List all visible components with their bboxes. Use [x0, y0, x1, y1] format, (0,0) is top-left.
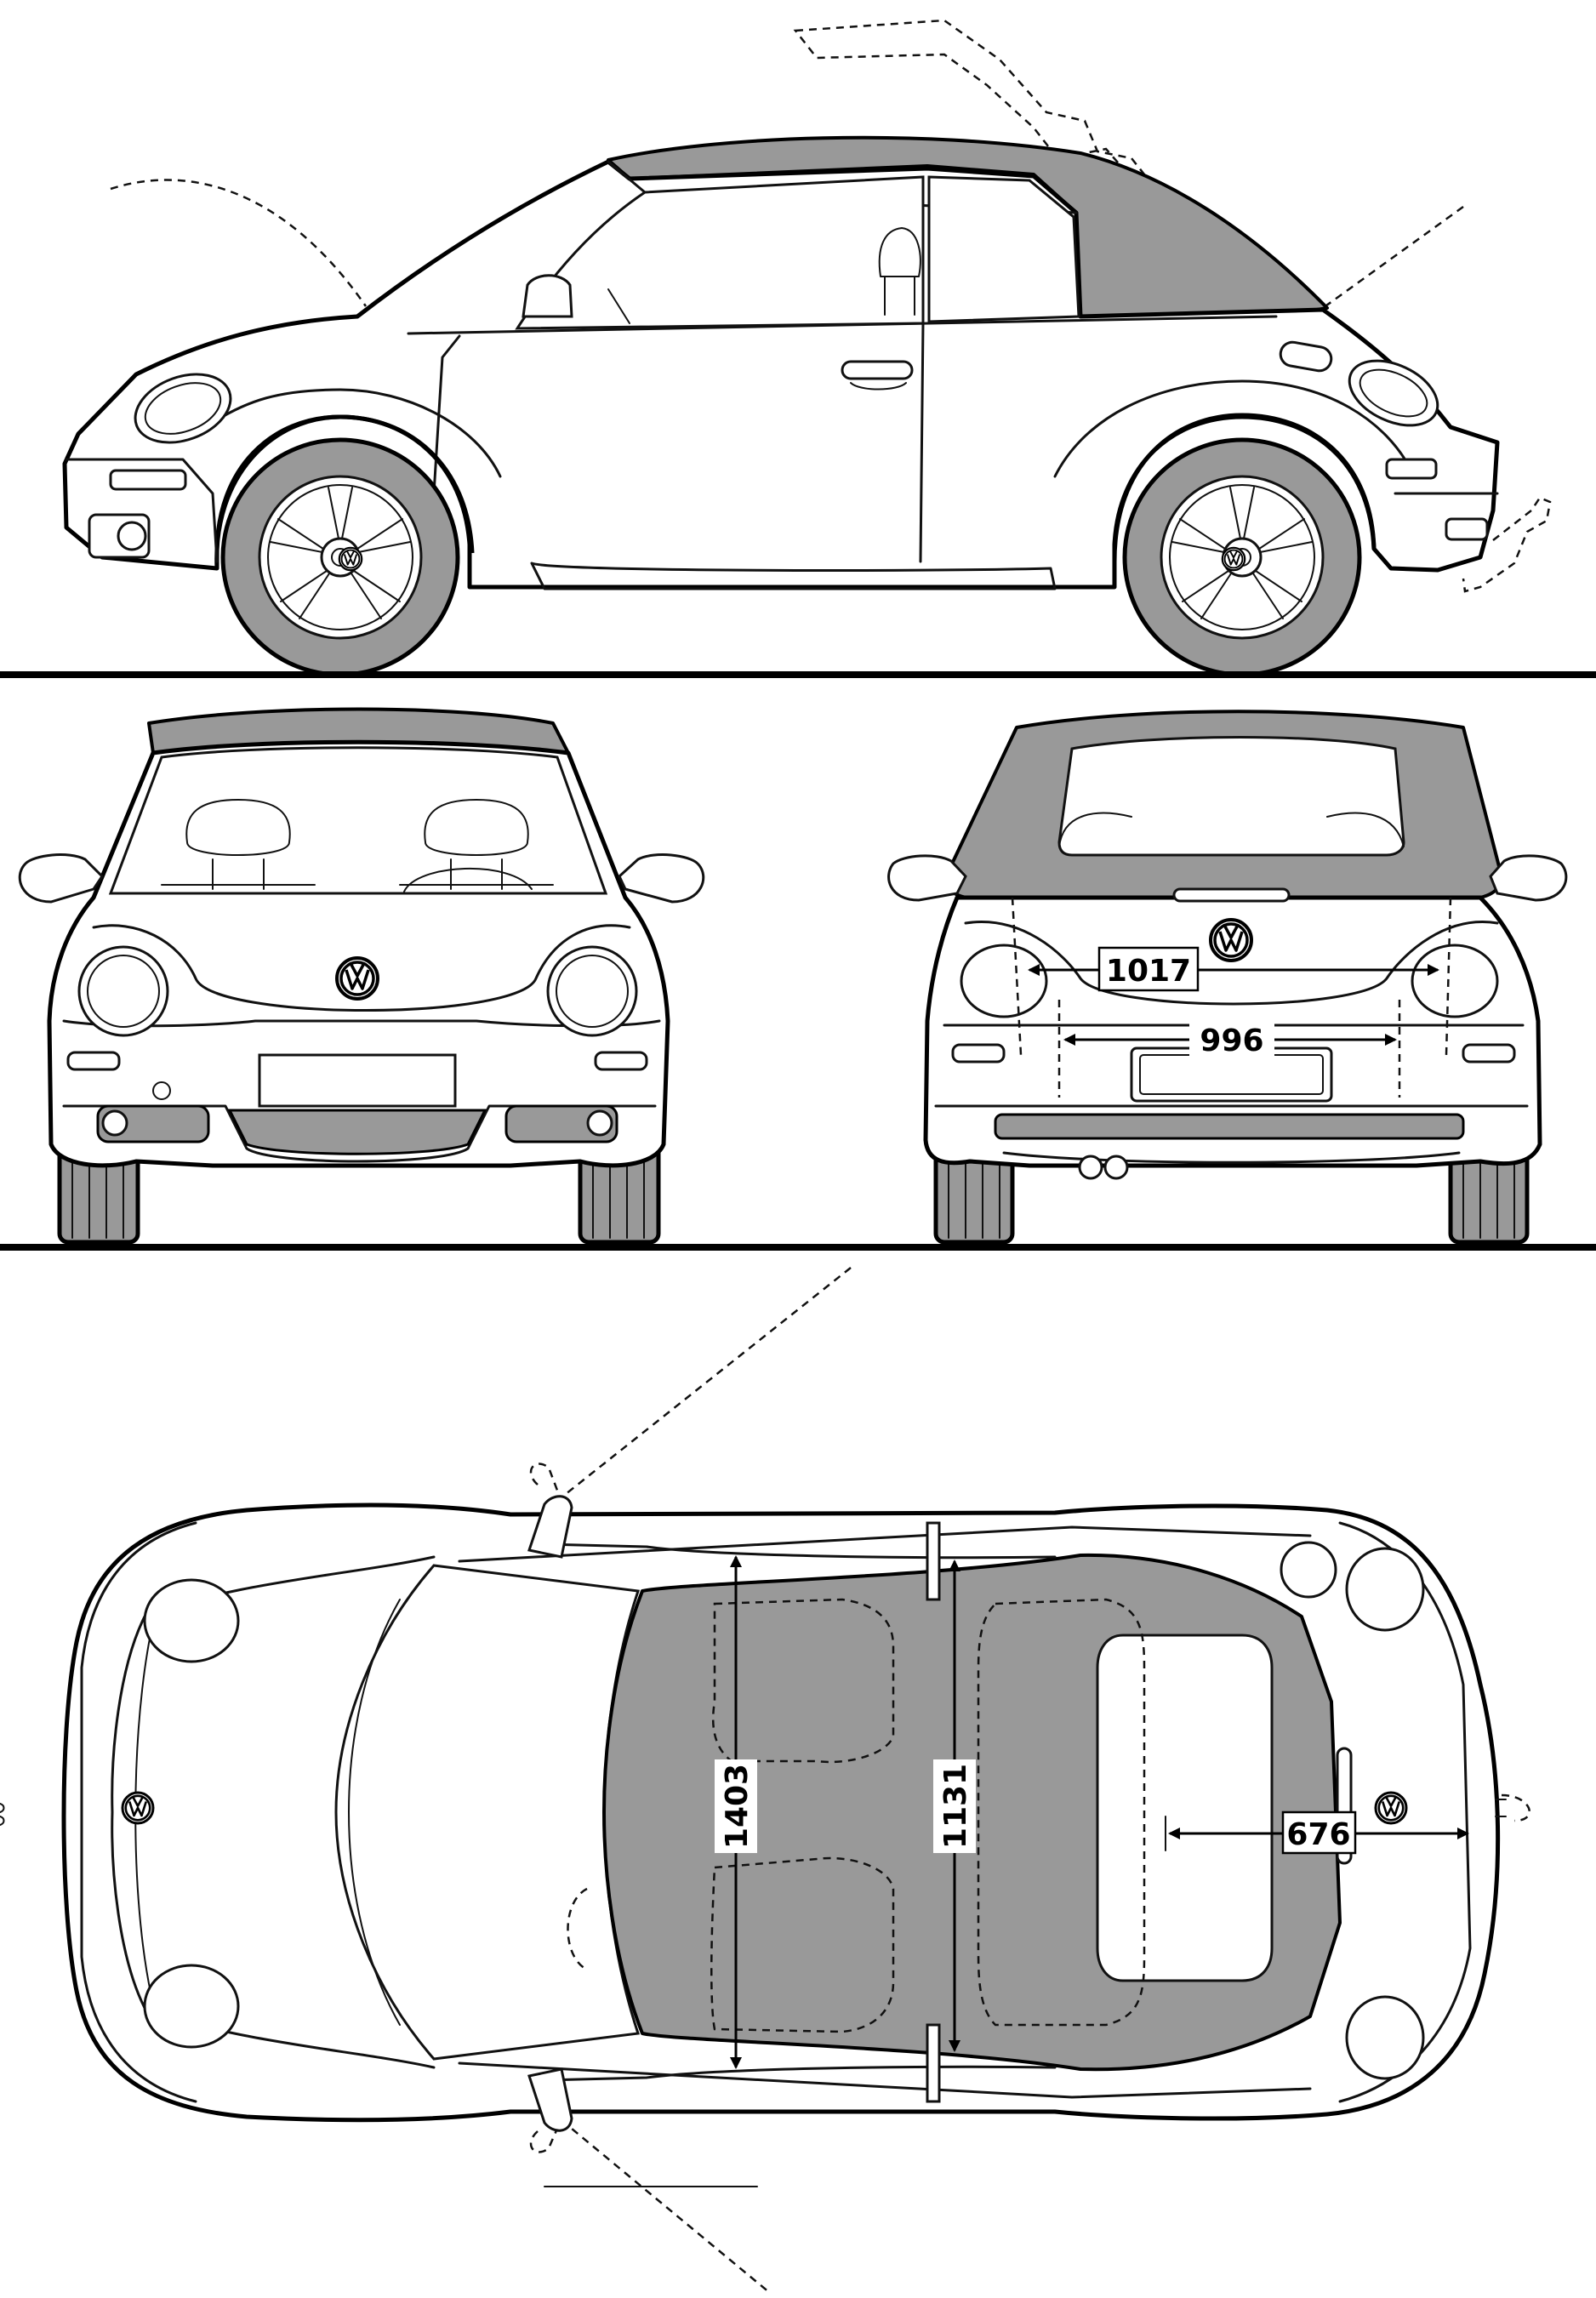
fog-lamp-icon [586, 1109, 613, 1137]
side-mirror-icon [522, 274, 573, 318]
dim-label-676-box [1281, 1810, 1357, 1855]
side-hood-swing-arc [110, 179, 368, 307]
rear-view: 1017 996 [887, 710, 1568, 1245]
side-window-rear [927, 175, 1080, 323]
front-seat-right [424, 799, 529, 856]
tail-lamp-icon [1411, 944, 1499, 1018]
top-mirror-left [527, 1495, 573, 1559]
front-mirror-left [18, 853, 104, 904]
headlamp-icon [77, 945, 169, 1037]
front-license-plate [258, 1053, 457, 1108]
front-mirror-right [618, 853, 705, 904]
vw-logo-icon [121, 1791, 155, 1825]
side-soft-top [607, 135, 1329, 318]
headlamp-icon [143, 1578, 240, 1663]
side-trunk-swing-line [1322, 205, 1464, 310]
front-rear-ground-line [0, 1244, 1596, 1251]
vw-logo-icon [1221, 546, 1246, 572]
side-ground-line [0, 671, 1596, 678]
vw-logo-icon [338, 546, 363, 572]
tail-lamp-icon [960, 944, 1048, 1018]
side-headrest [878, 227, 921, 277]
front-lower-grille [96, 1104, 210, 1143]
top-mirror-right [527, 2067, 573, 2132]
rear-mirror-left [887, 854, 967, 902]
headlamp-icon [143, 1964, 240, 2049]
fog-lamp-icon [101, 1109, 128, 1137]
front-seat-left [185, 799, 291, 856]
side-view [0, 19, 1596, 678]
side-door-handle [841, 360, 914, 380]
vw-logo-icon [1374, 1791, 1408, 1825]
headlamp-icon [546, 945, 638, 1037]
side-window-front [515, 175, 925, 330]
front-windshield [108, 746, 608, 895]
rear-window [1057, 736, 1405, 857]
dim-label-676: 676 [1286, 1817, 1350, 1852]
front-view [18, 707, 705, 1245]
exhaust-icon [1078, 1155, 1103, 1180]
dim-label-996: 996 [1200, 1024, 1263, 1058]
headlamp-icon [134, 373, 232, 444]
top-hood [111, 1555, 436, 2069]
tail-lamp-icon [1348, 359, 1439, 427]
exhaust-icon [1103, 1155, 1129, 1180]
dim-label-1131: 1131 [938, 1764, 973, 1849]
vw-logo-icon [335, 956, 379, 1001]
tail-lamp-icon [1345, 1547, 1425, 1632]
rear-reflector-strip [994, 1113, 1465, 1140]
vw-logo-icon [1209, 918, 1253, 962]
top-view: 1403 1131 676 [0, 1267, 1530, 2294]
rear-mirror-right [1489, 854, 1568, 902]
top-rear-window [1096, 1634, 1274, 1982]
fuel-cap-icon [1280, 1541, 1337, 1599]
dim-label-1403: 1403 [720, 1764, 755, 1849]
side-tow-hook [1462, 496, 1552, 593]
tail-lamp-icon [1345, 1995, 1425, 2080]
dim-label-1017: 1017 [1106, 954, 1191, 989]
